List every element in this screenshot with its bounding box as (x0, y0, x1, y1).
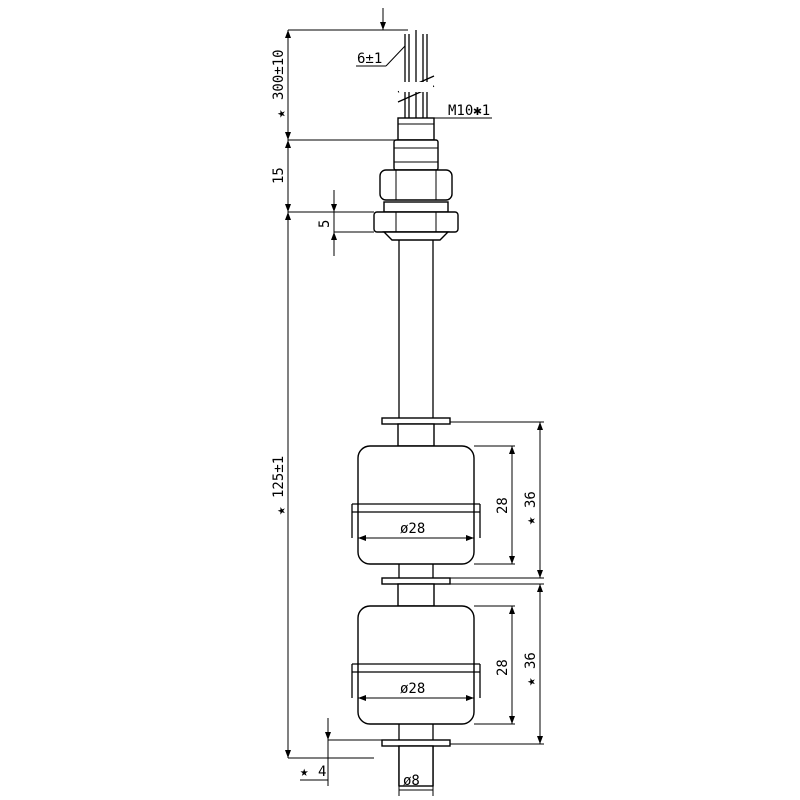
dimension-labels: ★ 300±10 15 5 ★ 125±1 ★ 4 6±1 M10✱1 ø28 … (271, 49, 539, 789)
lower-float (351, 605, 481, 725)
dim-float-travel-top: 36 (523, 491, 539, 508)
dim-total-length: 125±1 (271, 456, 287, 498)
stem-end (398, 745, 434, 787)
dim-float-height-bottom: 28 (495, 659, 511, 676)
dim-float-diameter-bottom: ø28 (400, 681, 425, 697)
marker-total: ★ (273, 506, 289, 515)
marker-travel-top: ★ (523, 516, 539, 525)
marker-cable: ★ (273, 109, 289, 118)
middle-stop-ring (381, 577, 451, 585)
upper-stop-ring (381, 417, 451, 425)
dim-stop-thickness: 4 (318, 764, 326, 780)
dim-cable-length: 300±10 (271, 49, 287, 100)
dim-flange: 5 (317, 220, 333, 228)
hex-nut (379, 169, 453, 201)
dim-float-travel-bottom: 36 (523, 652, 539, 669)
bottom-stop-ring (381, 739, 451, 747)
dim-float-height-top: 28 (495, 497, 511, 514)
flange-nut (373, 211, 459, 241)
dim-float-diameter-top: ø28 (400, 521, 425, 537)
dimension-lines (285, 8, 544, 796)
cable-collar (397, 117, 435, 141)
cable-wires (397, 30, 435, 140)
dim-wire-spacing: 6±1 (357, 51, 382, 67)
dim-stem-diameter: ø8 (403, 773, 420, 789)
upper-float (351, 445, 481, 565)
marker-travel-bottom: ★ (523, 677, 539, 686)
washer (383, 201, 449, 213)
threaded-fitting (393, 139, 439, 171)
dim-fitting: 15 (271, 167, 287, 184)
float-switch-body (351, 30, 481, 787)
marker-stop: ★ (300, 764, 309, 780)
dim-thread: M10✱1 (448, 103, 490, 119)
